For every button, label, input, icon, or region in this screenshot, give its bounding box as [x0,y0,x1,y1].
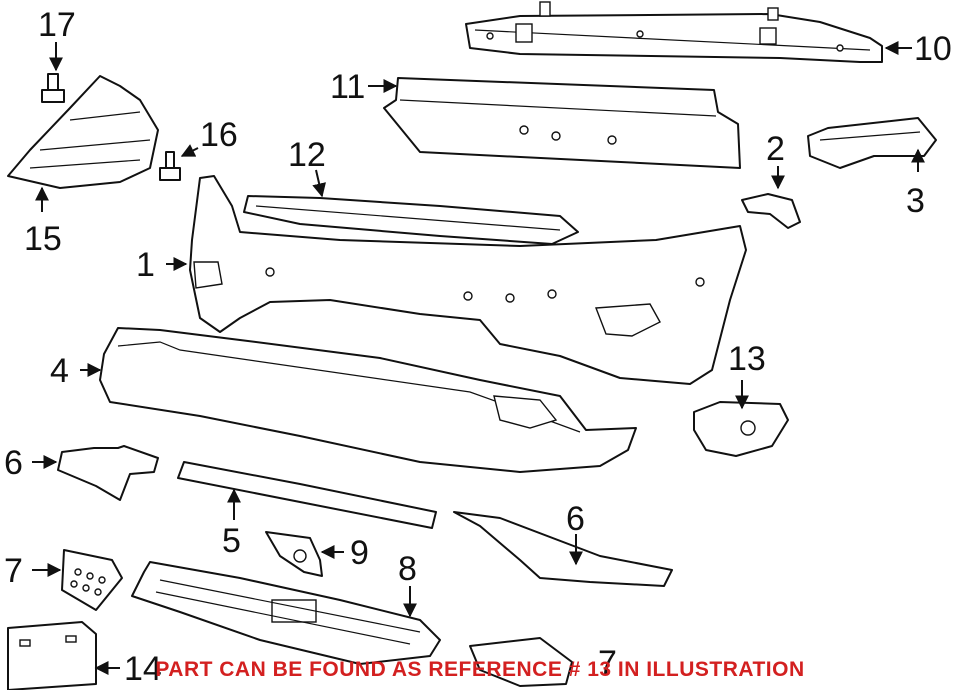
callout-13: 13 [728,340,766,378]
left-trim-part[interactable] [57,445,159,501]
center-trim-strip-part[interactable] [177,461,437,529]
callout-1: 1 [136,246,155,284]
skid-plate-part[interactable] [7,75,159,189]
callout-11: 11 [330,68,365,106]
callout-2: 2 [766,130,785,168]
left-grille-insert-part[interactable] [61,549,123,611]
fog-lamp-bezel-part[interactable] [693,401,789,457]
guide-bracket-part[interactable] [807,117,937,169]
callout-5: 5 [222,522,241,560]
callout-6-right: 6 [566,500,585,538]
side-bracket-part[interactable] [741,193,801,229]
callout-7-right: 7 [598,644,617,682]
callout-4: 4 [50,352,69,390]
callout-8: 8 [398,550,417,588]
lower-valance-part[interactable] [99,327,637,473]
upper-bracket-part[interactable] [243,195,579,245]
lower-grille-part[interactable] [131,561,441,665]
callout-16: 16 [200,116,238,154]
callout-7-left: 7 [4,552,23,590]
right-grille-insert-part[interactable] [469,637,573,687]
right-trim-part[interactable] [453,511,673,587]
callout-6-left: 6 [4,444,23,482]
reinforcement-bar-part[interactable] [465,1,883,63]
callout-15: 15 [24,220,62,258]
callout-14: 14 [124,650,162,688]
reference-caption: PART CAN BE FOUND AS REFERENCE # 13 IN I… [155,658,805,681]
bolt-16-part[interactable] [159,151,181,181]
bumper-cover-part[interactable] [189,175,747,385]
callout-3: 3 [906,182,925,220]
tow-hook-cover-part[interactable] [265,531,323,577]
callout-10: 10 [914,30,952,68]
energy-absorber-part[interactable] [383,77,741,169]
bolt-17-part[interactable] [41,73,65,103]
callout-17: 17 [38,6,76,44]
callout-9: 9 [350,534,369,572]
license-plate-bracket-part[interactable] [7,621,97,690]
callout-12: 12 [288,136,326,174]
